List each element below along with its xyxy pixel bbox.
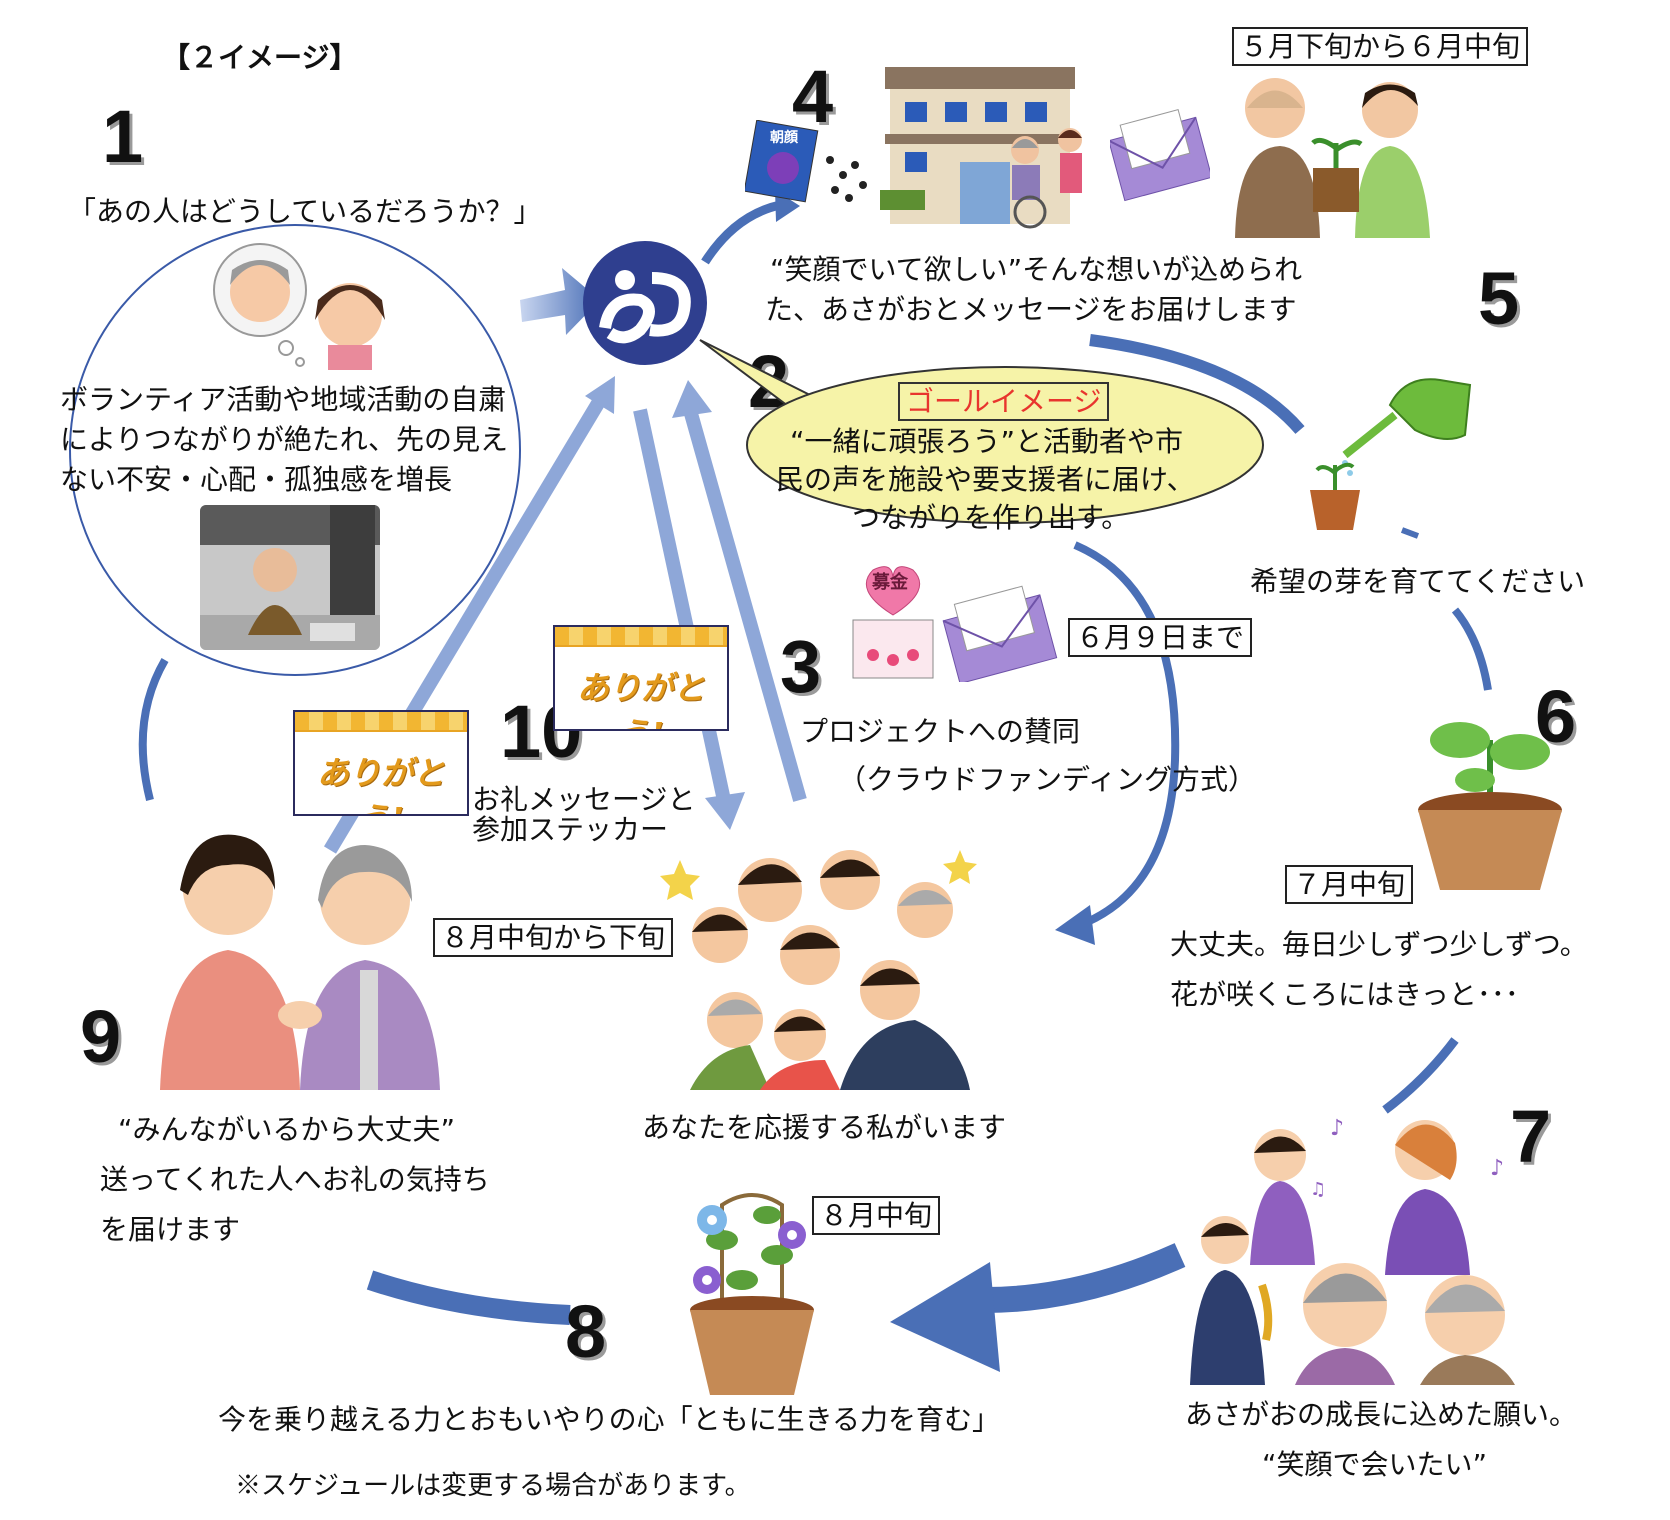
center-caption: あなたを応援する私がいます <box>642 1111 1007 1144</box>
seed-packet-illustration <box>745 120 867 203</box>
step7-line-2: “笑顔で会いたい” <box>1262 1448 1488 1481</box>
step1-quote: 「あの人はどうしているだろうか？」 <box>68 195 542 228</box>
step6-line-1: 大丈夫。毎日少しずつ少しずつ。 <box>1170 928 1588 961</box>
step7-line-1: あさがおの成長に込めた願い。 <box>1185 1398 1578 1431</box>
step1-line-1: ボランティア活動や地域活動の自粛 <box>60 383 507 416</box>
arrow-6-to-7 <box>1382 1037 1459 1114</box>
step-number-5: 5 <box>1478 257 1520 340</box>
step3-line-2: （クラウドファンディング方式） <box>838 763 1257 796</box>
arrow-people-to-logo <box>683 408 807 802</box>
thanking-hands-illustration <box>160 834 440 1090</box>
step1-line-3: ない不安・心配・孤独感を増長 <box>60 463 453 496</box>
svg-text:♫: ♫ <box>1310 1179 1326 1200</box>
step3-line-1: プロジェクトへの賛同 <box>800 715 1081 748</box>
arrow-5-to-6 <box>1451 607 1492 691</box>
seed-pack-label: 朝顔 <box>770 130 798 146</box>
step8-caption: 今を乗り越える力とおもいやりの心「ともに生きる力を育む」 <box>218 1403 1001 1436</box>
handing-seedling-illustration <box>1235 78 1430 238</box>
step-number-3: 3 <box>780 625 822 708</box>
arrow-logo-to-4 <box>701 200 782 265</box>
svg-text:♪: ♪ <box>1490 1156 1504 1181</box>
step1-line-2: によりつながりが絶たれ、先の見え <box>60 423 509 456</box>
arrow-logo-to-people <box>633 408 732 807</box>
step6-date: ７月中旬 <box>1285 865 1414 904</box>
step-number-1: 1 <box>102 95 144 178</box>
step10-line-2: 参加ステッカー <box>472 813 669 846</box>
arrow-8-to-9 <box>366 1270 571 1325</box>
arrow-9-to-1 <box>138 657 169 801</box>
step5-caption: 希望の芽を育ててください <box>1250 565 1586 598</box>
step2-line-2: 民の声を施設や要支援者に届け、 <box>776 463 1195 496</box>
goal-speech-bubble <box>699 339 1264 524</box>
growing-plant-illustration <box>1418 722 1562 890</box>
supporters-crowd-illustration <box>660 850 977 1090</box>
step10-line-1: お礼メッセージと <box>472 783 696 816</box>
step-number-8: 8 <box>565 1290 607 1373</box>
isolated-elder-illustration <box>200 505 380 650</box>
sticker-text-lower: ありがとう! <box>316 754 445 814</box>
arrow-1-to-logo <box>520 268 600 335</box>
arrow-7-to-8 <box>984 1243 1186 1313</box>
donation-box-illustration <box>852 566 934 679</box>
donation-label: 募金 <box>872 572 908 593</box>
organization-logo <box>583 241 707 365</box>
message-envelope-illustration <box>942 585 1058 682</box>
worried-people-illustration <box>213 243 385 370</box>
care-facility-illustration <box>880 67 1075 224</box>
step9-line-1: “みんながいるから大丈夫” <box>118 1113 456 1146</box>
step-number-7: 7 <box>1510 1095 1552 1178</box>
watering-sprout-illustration <box>1310 378 1472 530</box>
step4-date: ５月下旬から６月中旬 <box>1232 27 1529 66</box>
schedule-footnote: ※スケジュールは変更する場合があります。 <box>235 1471 751 1501</box>
step6-line-2: 花が咲くころにはきっと･･･ <box>1170 978 1519 1011</box>
step2-line-1: “一緒に頑張ろう”と活動者や市 <box>790 425 1184 458</box>
step1-circle <box>69 224 521 676</box>
step-number-9: 9 <box>80 995 122 1078</box>
step4-line-2: た、あさがおとメッセージをお届けします <box>765 293 1297 326</box>
letter-envelope-illustration <box>1110 109 1210 202</box>
goal-label: ゴールイメージ <box>898 382 1110 421</box>
arrow-3-to-people <box>1073 541 1180 929</box>
thank-you-sticker-upper: ありがとう! <box>553 625 729 731</box>
svg-text:♪: ♪ <box>1330 1116 1344 1141</box>
thank-you-sticker-lower: ありがとう! <box>293 710 469 816</box>
step3-date: ６月９日まで <box>1068 618 1253 657</box>
step9-line-2: 送ってくれた人へお礼の気持ち <box>100 1163 490 1196</box>
blooming-morning-glory-illustration <box>690 1193 814 1395</box>
page-title: 【２イメージ】 <box>162 41 358 74</box>
step9-line-3: を届けます <box>100 1213 241 1246</box>
step8-date: ８月中旬 <box>812 1196 941 1235</box>
singing-performers-illustration: ♪ ♪ ♫ <box>1190 1116 1515 1385</box>
sticker-text-upper: ありがとう! <box>576 669 705 729</box>
wheelchair-elder-illustration <box>1011 128 1082 229</box>
step4-line-1: “笑顔でいて欲しい”そんな想いが込められ <box>770 253 1303 286</box>
step-number-4: 4 <box>792 55 834 138</box>
step10-date: ８月中旬から下旬 <box>433 918 674 957</box>
arrow-4-to-5 <box>1089 334 1305 434</box>
step2-line-3: つながりを作り出す。 <box>852 501 1130 534</box>
